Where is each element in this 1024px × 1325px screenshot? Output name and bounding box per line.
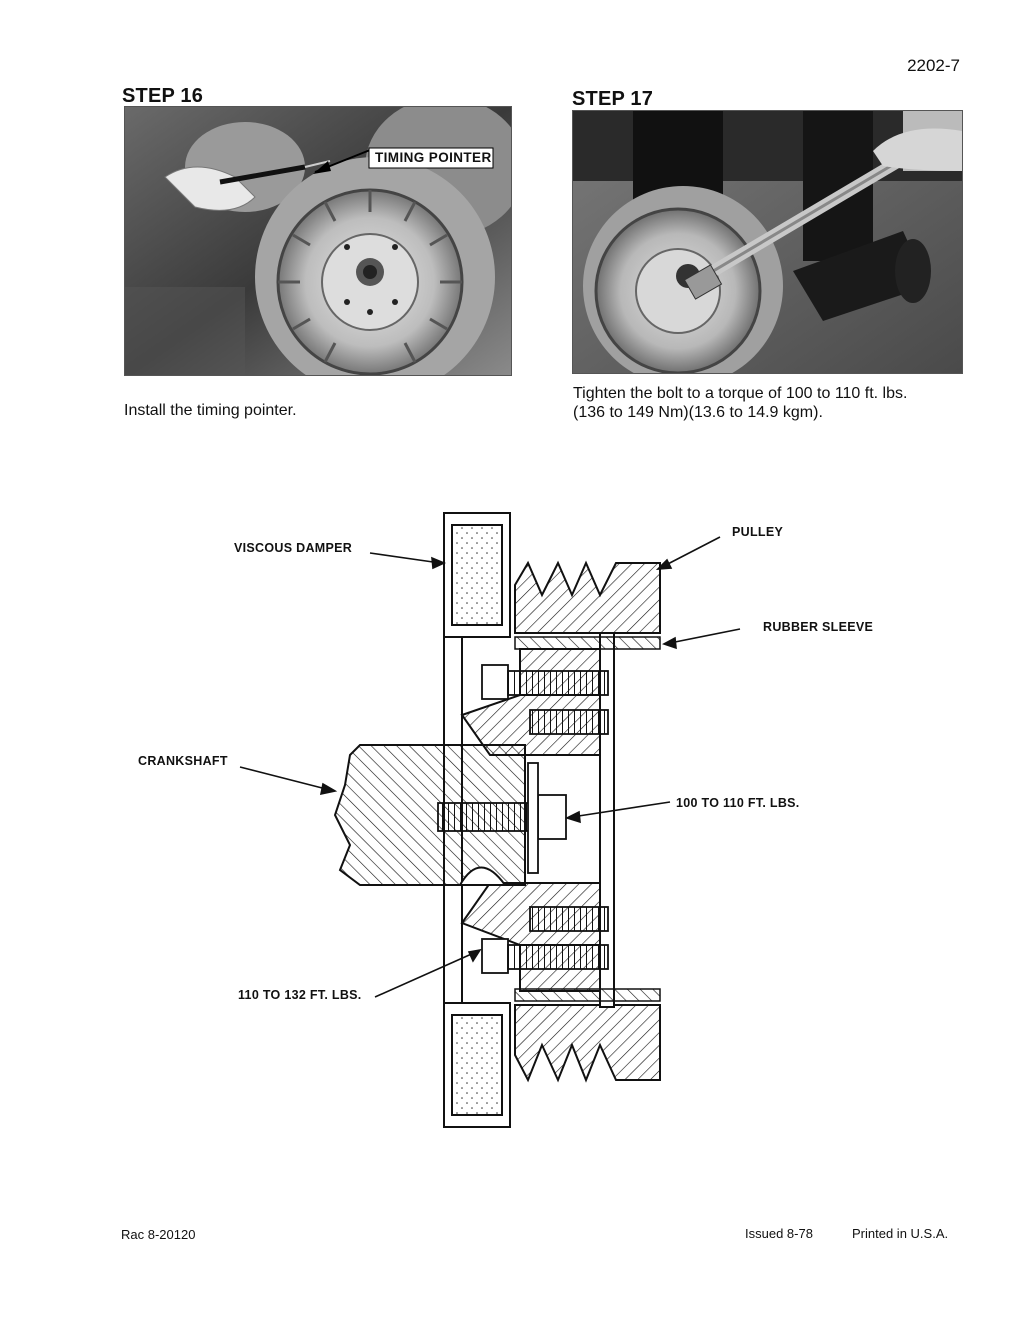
label-pulley-bolt-torque: 110 TO 132 FT. LBS. [238, 988, 362, 1002]
label-pulley: PULLEY [732, 525, 784, 539]
footer-document-code: Rac 8-20120 [121, 1227, 196, 1242]
damper-pulley-cross-section: VISCOUS DAMPER PULLEY RUBBER SLEEVE CRAN… [130, 505, 890, 1135]
timing-pointer-callout: TIMING POINTER [375, 150, 492, 165]
label-rubber-sleeve: RUBBER SLEEVE [763, 620, 874, 634]
step-16-caption: Install the timing pointer. [124, 402, 297, 419]
footer-issued: Issued 8-78 [745, 1226, 813, 1241]
step-16-title: STEP 16 [122, 85, 204, 107]
footer-printed: Printed in U.S.A. [852, 1226, 949, 1241]
step-17-photo [572, 110, 963, 374]
page-number: 2202-7 [907, 56, 960, 75]
viscous-damper-shape [443, 512, 511, 1128]
crankshaft-shape [333, 744, 526, 886]
step-17-caption-line-2: (136 to 149 Nm)(13.6 to 14.9 kgm). [573, 404, 823, 421]
label-center-bolt-torque: 100 TO 110 FT. LBS. [676, 796, 800, 810]
step-17-title: STEP 17 [572, 88, 654, 110]
step-17-caption-line-1: Tighten the bolt to a torque of 100 to 1… [573, 385, 908, 402]
label-crankshaft: CRANKSHAFT [138, 754, 228, 768]
label-viscous-damper: VISCOUS DAMPER [234, 541, 353, 555]
step-16-photo: TIMING POINTER [124, 106, 512, 376]
